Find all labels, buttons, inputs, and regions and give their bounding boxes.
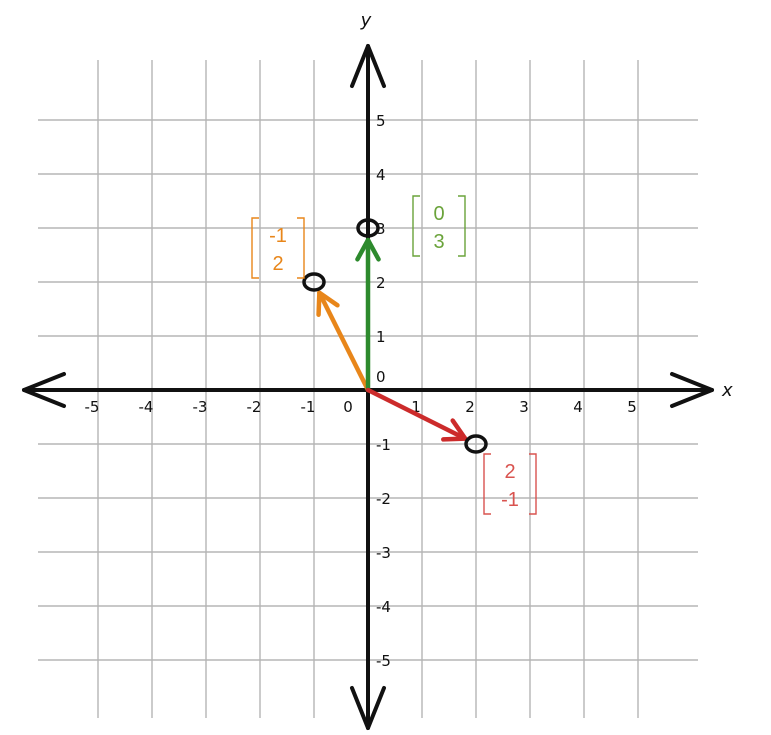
y-tick-label: -3: [376, 544, 391, 562]
y-tick-label: -1: [376, 436, 391, 454]
vector-red-x-component: 2: [504, 461, 515, 483]
vector-red-label: 2-1: [483, 453, 537, 515]
right-bracket: [529, 453, 537, 515]
vector-green-arrowhead: [355, 237, 381, 262]
vector-orange-line: [317, 290, 371, 393]
vector-green-y-component: 3: [433, 231, 444, 253]
left-bracket: [483, 453, 491, 515]
vector-orange-x-component: -1: [269, 225, 287, 247]
x-tick-label: 2: [465, 398, 475, 416]
x-tick-label: 4: [573, 398, 583, 416]
vector-green-x-component: 0: [433, 203, 444, 225]
x-axis-arrow-right: [670, 372, 714, 408]
vectors: [302, 218, 488, 454]
x-tick-label: 0: [343, 398, 353, 416]
y-tick-label: -2: [376, 490, 391, 508]
left-bracket: [412, 195, 420, 257]
y-tick-label: 5: [376, 112, 386, 130]
x-tick-label: -2: [247, 398, 262, 416]
vector-red-line: [365, 387, 468, 441]
y-axis-label: y: [360, 10, 372, 31]
x-tick-label: 1: [411, 398, 421, 416]
x-tick-label: 5: [627, 398, 637, 416]
x-tick-label: 3: [519, 398, 529, 416]
right-bracket: [297, 217, 305, 279]
vector-red-y-component: -1: [501, 489, 519, 511]
x-tick-label: -4: [139, 398, 154, 416]
vector-orange-endpoint: [302, 272, 326, 292]
vector-orange-label: -12: [251, 217, 305, 279]
x-tick-label: -1: [301, 398, 316, 416]
vector-red-endpoint: [464, 434, 488, 454]
y-tick-label: -4: [376, 598, 391, 616]
right-bracket: [458, 195, 466, 257]
x-axis-arrow-left: [22, 372, 66, 408]
y-tick-label: 3: [376, 220, 386, 238]
y-tick-label: 0: [376, 368, 386, 386]
vector-green-label: 03: [412, 195, 466, 257]
x-tick-label: -3: [193, 398, 208, 416]
vector-orange-y-component: 2: [272, 253, 283, 275]
y-tick-label: 1: [376, 328, 386, 346]
y-tick-label: 2: [376, 274, 386, 292]
tick-labels: -5 -4 -3 -2 -1 0 1 2 3 4 5 5 4 3 2 1 0 -1 -2 -3 -4 -5 x y: [85, 10, 733, 670]
vector-orange-arrowhead: [316, 290, 340, 317]
x-tick-label: -5: [85, 398, 100, 416]
left-bracket: [251, 217, 259, 279]
x-axis-label: x: [721, 380, 733, 401]
y-tick-label: 4: [376, 166, 386, 184]
y-axis-arrow-down: [350, 686, 386, 730]
vector-green-endpoint: [356, 218, 380, 238]
y-tick-label: -5: [376, 652, 391, 670]
y-axis-arrow-up: [350, 44, 386, 88]
vector-red-arrowhead: [441, 418, 468, 442]
